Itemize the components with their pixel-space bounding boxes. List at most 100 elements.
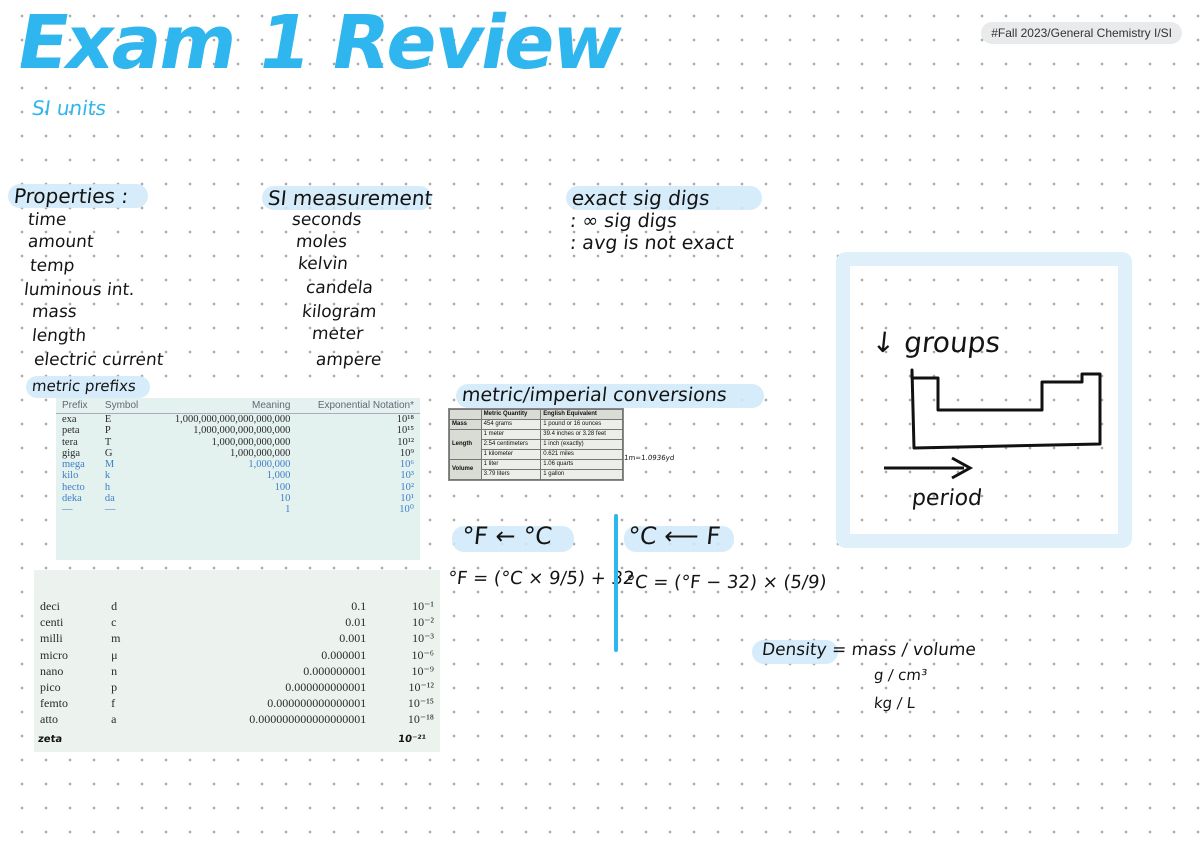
meaning-cell: 0.01: [345, 615, 367, 630]
exp-cell: 10⁻⁹: [411, 663, 434, 678]
english-cell: 1.06 quarts: [540, 459, 623, 470]
symbol-cell: P: [104, 425, 111, 437]
si-heading: SI measurement: [266, 186, 434, 210]
meaning-cell: 0.000001: [321, 647, 367, 662]
temp-right-heading: °C ⟵ F: [626, 522, 722, 550]
page-title: Exam 1 Review: [10, 0, 628, 86]
density-formula: Density = mass / volume: [760, 640, 977, 660]
exp-cell: 10⁻¹²: [408, 680, 434, 695]
meaning-cell: 1,000,000,000,000,000: [193, 425, 291, 437]
page-subtitle: SI units: [30, 96, 108, 120]
metric-cell: 454 grams: [480, 419, 542, 430]
exp-cell: 10⁶: [399, 459, 414, 471]
metric-cell: 1 meter: [480, 429, 542, 440]
conversions-highlight: [456, 384, 764, 408]
density-unit-2: kg / L: [873, 694, 917, 712]
prefix-cell: deka: [62, 493, 82, 505]
prefix-cell: mega: [62, 459, 85, 471]
conv-corner: [449, 409, 482, 420]
group-cell: Length: [449, 429, 482, 460]
symbol-cell: G: [104, 447, 113, 459]
english-cell: 0.621 miles: [540, 449, 623, 460]
exp-cell: 10²: [400, 481, 414, 493]
temp-left-highlight: [452, 526, 574, 552]
prefix-footer-left: zeta: [37, 734, 63, 745]
prefix-table-large: Prefix Symbol Meaning Exponential Notati…: [56, 398, 420, 560]
list-item: temp: [28, 256, 76, 276]
prefix-cell: —: [62, 504, 73, 516]
col-exp: Exponential Notation*: [296, 398, 420, 414]
exp-cell: 10³: [400, 470, 414, 482]
list-item: length: [30, 326, 88, 346]
meaning-cell: 0.000000001: [303, 663, 367, 678]
properties-heading: Properties :: [12, 184, 130, 208]
prefix-cell: pico: [40, 680, 61, 695]
symbol-cell: c: [111, 615, 117, 630]
conversions-heading: metric/imperial conversions: [460, 384, 728, 406]
list-item: kilogram: [300, 302, 378, 322]
exp-cell: 10⁻⁶: [411, 647, 434, 662]
meaning-cell: 0.000000000000000001: [249, 712, 367, 727]
meaning-cell: 1: [285, 504, 291, 516]
periodic-table-sketch: [884, 368, 1102, 480]
list-item: moles: [294, 232, 349, 252]
exp-cell: 10¹: [400, 493, 414, 505]
prefix-cell: kilo: [62, 470, 79, 482]
exact-highlight: [566, 186, 762, 210]
prefix-cell: giga: [62, 447, 81, 459]
symbol-cell: a: [111, 712, 117, 727]
symbol-cell: T: [104, 436, 112, 448]
table-row: hecto h 100 10²: [56, 482, 420, 493]
meaning-cell: 0.001: [339, 631, 367, 646]
period-arrow-head: [951, 456, 974, 480]
list-item: seconds: [290, 210, 363, 230]
group-cell: Mass: [449, 419, 482, 430]
prefix-heading: metric prefixs: [31, 377, 137, 395]
exact-line-1: : ∞ sig digs: [568, 210, 679, 232]
exact-heading: exact sig digs: [570, 186, 711, 210]
group-cell: Volume: [449, 459, 482, 480]
list-item: electric current: [32, 350, 165, 370]
exp-cell: 10⁻³: [412, 631, 434, 646]
symbol-cell: f: [111, 696, 116, 711]
temp-right-formula: °C = (°F − 32) × (5/9): [624, 572, 828, 593]
metric-cell: 1 liter: [480, 459, 542, 470]
si-highlight: [262, 186, 432, 210]
col-meaning: Meaning: [150, 398, 297, 414]
symbol-cell: h: [104, 481, 111, 493]
prefix-cell: micro: [40, 647, 68, 662]
list-item: luminous int.: [22, 280, 136, 300]
prefix-cell: atto: [40, 712, 58, 727]
conv-col-metric: Metric Quantity: [480, 409, 542, 420]
symbol-cell: M: [104, 459, 115, 471]
exp-cell: 10¹²: [397, 436, 414, 448]
symbol-cell: —: [104, 504, 116, 516]
prefix-cell: hecto: [62, 481, 85, 493]
prefix-cell: deci: [40, 599, 60, 613]
list-item: amount: [26, 232, 95, 252]
periodic-outline: [910, 368, 1102, 450]
english-cell: 1 inch (exactly): [540, 439, 623, 450]
meaning-cell: 0.000000000001: [285, 680, 367, 695]
meaning-cell: 100: [274, 481, 291, 493]
prefix-cell: nano: [40, 663, 64, 678]
meaning-cell: 1,000,000: [248, 459, 291, 471]
exp-cell: 10¹⁸: [396, 414, 414, 425]
exp-cell: 10⁻¹: [412, 599, 434, 613]
tag-badge[interactable]: #Fall 2023/General Chemistry I/SI: [981, 22, 1182, 44]
prefix-highlight: [26, 376, 150, 398]
meaning-cell: 1,000,000,000,000: [211, 436, 291, 448]
exp-cell: 10⁻²: [412, 615, 434, 630]
symbol-cell: da: [104, 493, 115, 505]
